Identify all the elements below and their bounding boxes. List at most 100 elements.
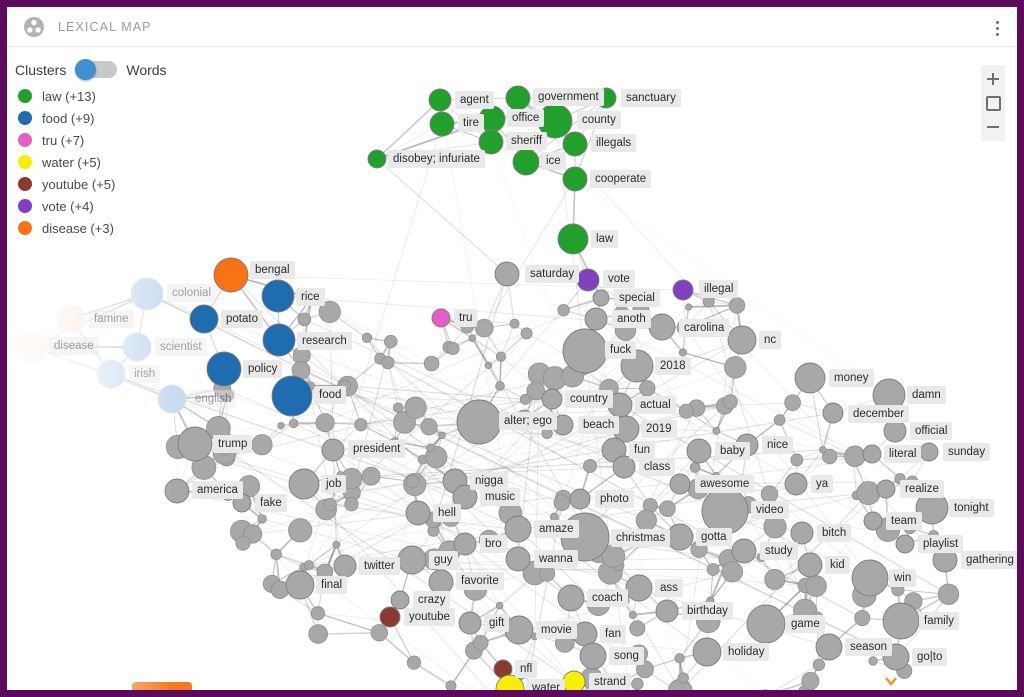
graph-node[interactable]: [288, 418, 299, 429]
graph-node-country[interactable]: [541, 388, 563, 410]
clusters-words-toggle[interactable]: [75, 59, 118, 80]
graph-node-job[interactable]: [288, 468, 320, 500]
graph-node-bengal[interactable]: [213, 257, 249, 293]
graph-node[interactable]: [678, 403, 694, 419]
graph-node[interactable]: [445, 680, 457, 690]
graph-node[interactable]: [553, 494, 571, 512]
graph-node-law[interactable]: [557, 223, 589, 255]
legend-item-youtube[interactable]: youtube (+5): [15, 173, 167, 195]
graph-node[interactable]: [659, 500, 676, 517]
graph-node[interactable]: [361, 332, 373, 343]
graph-node-baby[interactable]: [686, 438, 712, 464]
graph-node-tire[interactable]: [429, 111, 455, 137]
graph-node-youtube[interactable]: [379, 606, 401, 628]
graph-node-rice[interactable]: [261, 279, 295, 313]
graph-node[interactable]: [706, 563, 720, 576]
graph-node[interactable]: [384, 334, 398, 349]
graph-node-tru[interactable]: [431, 308, 451, 328]
graph-node[interactable]: [420, 418, 438, 436]
graph-node-president[interactable]: [321, 438, 345, 462]
legend-item-tru[interactable]: tru (+7): [15, 129, 167, 151]
graph-node[interactable]: [235, 535, 251, 551]
legend-item-food[interactable]: food (+9): [15, 107, 167, 129]
legend-item-water[interactable]: water (+5): [15, 151, 167, 173]
kebab-menu-icon[interactable]: [987, 17, 1007, 39]
graph-node-illegals[interactable]: [562, 131, 588, 157]
graph-node[interactable]: [474, 318, 494, 338]
graph-node[interactable]: [344, 497, 359, 512]
graph-node-trump[interactable]: [177, 426, 213, 462]
graph-node-kid[interactable]: [797, 552, 823, 578]
graph-node[interactable]: [790, 453, 804, 467]
graph-node-hell[interactable]: [405, 500, 431, 526]
graph-node-team[interactable]: [863, 511, 883, 531]
graph-node-nc[interactable]: [727, 325, 757, 355]
graph-node-potato[interactable]: [189, 304, 219, 334]
graph-node[interactable]: [868, 656, 878, 666]
graph-node-song[interactable]: [579, 642, 607, 670]
graph-node-anoth[interactable]: [584, 307, 608, 331]
graph-node-saturday[interactable]: [494, 261, 520, 287]
graph-node-final[interactable]: [285, 570, 315, 600]
zoom-controls[interactable]: [981, 65, 1005, 141]
graph-node-water[interactable]: [495, 674, 525, 690]
graph-node[interactable]: [854, 610, 871, 627]
graph-node-realize[interactable]: [876, 479, 896, 499]
graph-node[interactable]: [520, 327, 533, 340]
graph-node[interactable]: [381, 355, 395, 370]
graph-node-coach[interactable]: [557, 584, 585, 612]
graph-node-money[interactable]: [794, 362, 826, 394]
graph-node[interactable]: [438, 431, 446, 440]
graph-node-research[interactable]: [262, 323, 296, 357]
graph-node[interactable]: [773, 414, 786, 426]
graph-node[interactable]: [426, 443, 435, 453]
graph-node[interactable]: [277, 422, 285, 430]
graph-node[interactable]: [323, 498, 337, 512]
graph-node[interactable]: [685, 303, 693, 311]
graph-node[interactable]: [404, 396, 427, 419]
graph-node[interactable]: [288, 518, 313, 543]
graph-node[interactable]: [764, 568, 786, 590]
graph-node[interactable]: [636, 660, 654, 679]
graph-node[interactable]: [308, 624, 328, 644]
graph-node[interactable]: [472, 635, 489, 651]
graph-node[interactable]: [712, 426, 721, 435]
graph-node[interactable]: [801, 671, 820, 690]
graph-node-sheriff[interactable]: [478, 129, 504, 155]
graph-node[interactable]: [495, 351, 507, 362]
graph-node[interactable]: [405, 474, 420, 489]
graph-node-food[interactable]: [271, 375, 313, 417]
graph-node-music[interactable]: [452, 484, 478, 510]
graph-node[interactable]: [484, 361, 493, 370]
graph-node-amaze[interactable]: [504, 515, 532, 543]
graph-node[interactable]: [631, 677, 644, 690]
graph-node[interactable]: [303, 560, 314, 571]
graph-node[interactable]: [628, 610, 637, 619]
graph-node-december[interactable]: [822, 402, 844, 424]
graph-node-win[interactable]: [851, 559, 889, 597]
graph-node[interactable]: [724, 356, 747, 379]
graph-node[interactable]: [821, 448, 838, 465]
graph-node[interactable]: [315, 413, 335, 433]
graph-node[interactable]: [468, 334, 477, 342]
graph-node-bro[interactable]: [453, 532, 477, 556]
graph-node[interactable]: [721, 561, 744, 583]
zoom-out-icon[interactable]: [982, 118, 1004, 136]
graph-node[interactable]: [784, 394, 801, 411]
graph-node[interactable]: [722, 394, 738, 410]
zoom-in-icon[interactable]: [982, 70, 1004, 88]
graph-node-bitch[interactable]: [790, 521, 814, 545]
graph-node-playlist[interactable]: [895, 534, 915, 554]
graph-node-gift[interactable]: [458, 611, 482, 635]
graph-node[interactable]: [392, 402, 404, 414]
graph-node-birthday[interactable]: [655, 599, 679, 623]
legend-item-vote[interactable]: vote (+4): [15, 195, 167, 217]
graph-node-agent[interactable]: [428, 88, 452, 112]
graph-node[interactable]: [677, 672, 689, 684]
graph-node-literal[interactable]: [862, 444, 882, 464]
graph-node-class[interactable]: [612, 455, 636, 479]
graph-node-awesome[interactable]: [669, 473, 691, 495]
graph-node-ya[interactable]: [784, 472, 808, 496]
graph-node[interactable]: [310, 606, 326, 621]
